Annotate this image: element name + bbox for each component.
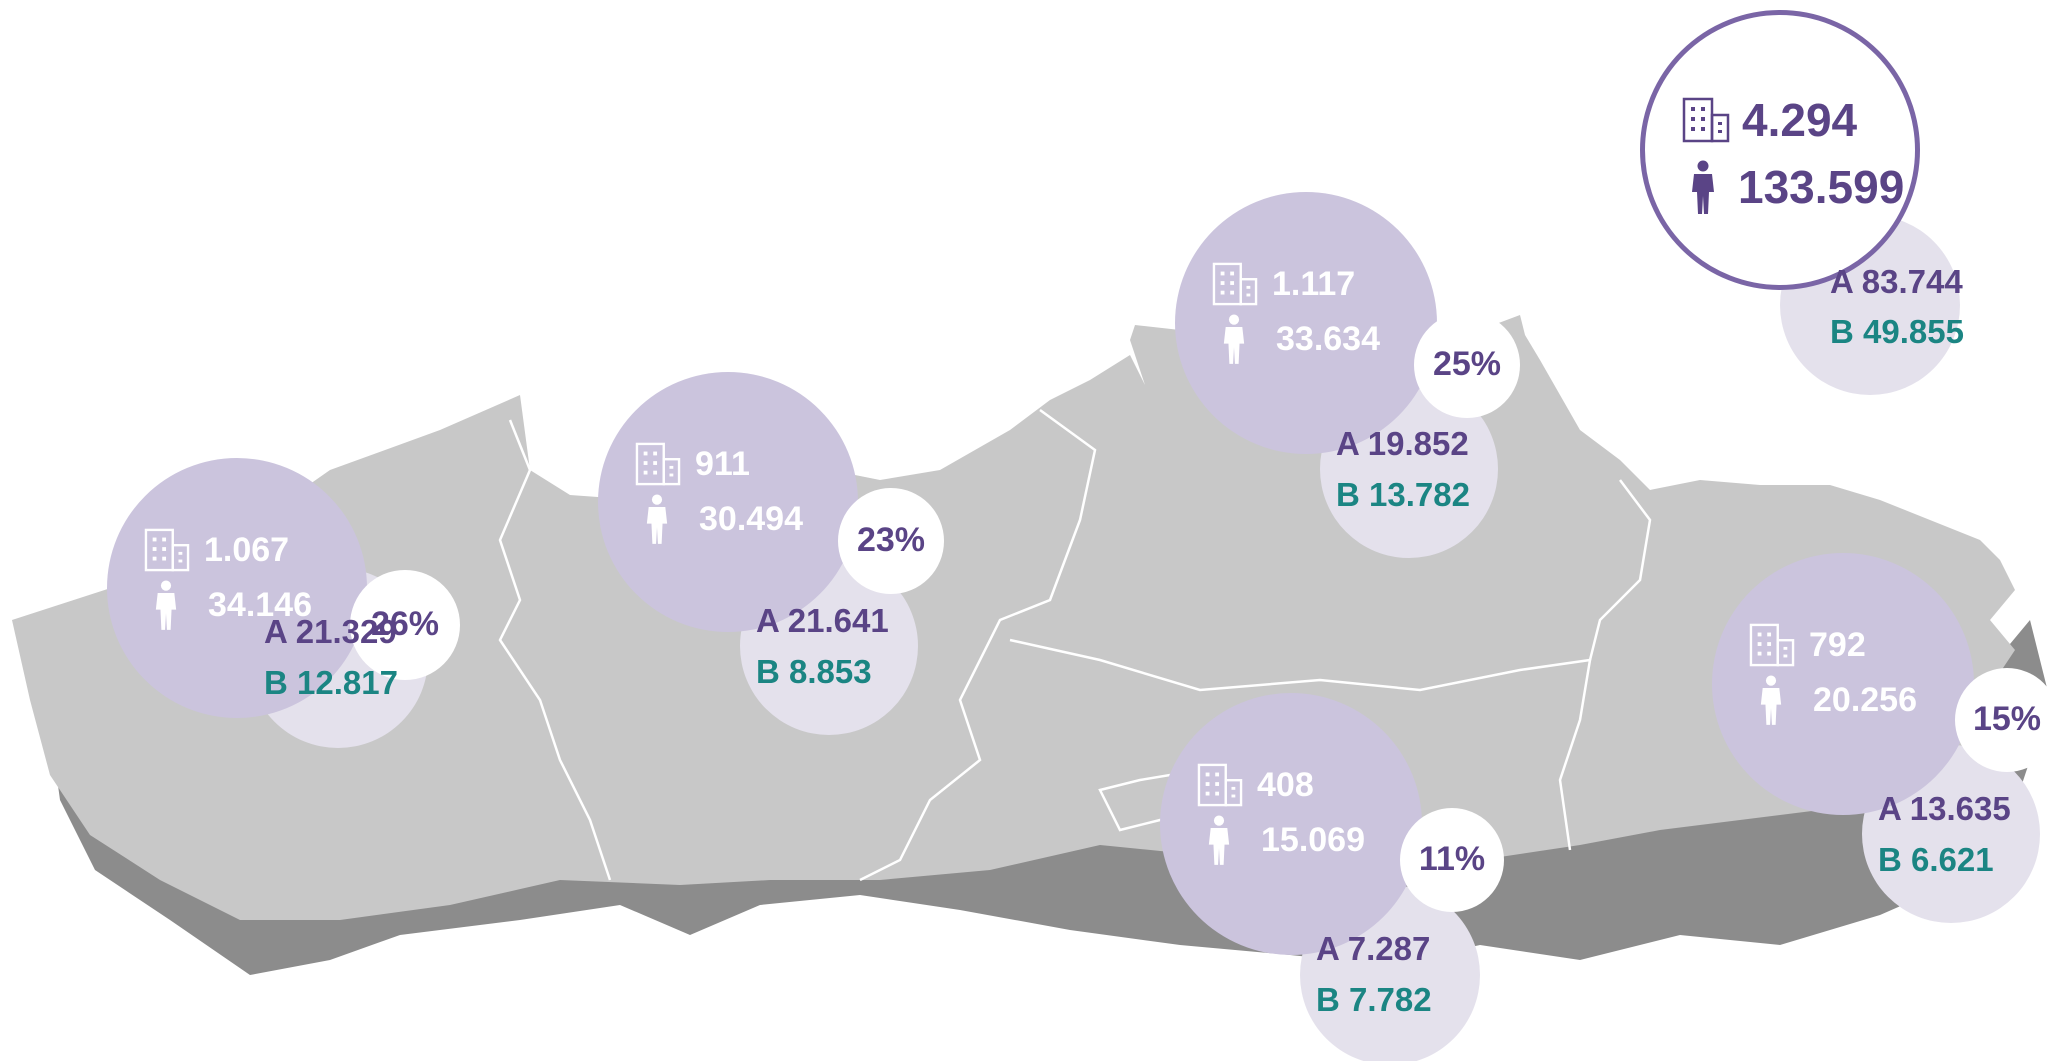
- total-a: A 83.744: [1830, 263, 1963, 300]
- person-icon: [155, 580, 177, 630]
- total-circle: [1640, 10, 1920, 290]
- region-people: 15.069: [1261, 820, 1365, 859]
- person-icon: [1692, 160, 1714, 214]
- building-icon: [144, 528, 190, 572]
- region-people-row: 30.494: [645, 494, 803, 544]
- total-b: B 49.855: [1830, 313, 1964, 350]
- region-people: 30.494: [699, 499, 803, 538]
- region-b: B 12.817: [264, 664, 398, 701]
- region-circle: [1175, 192, 1437, 454]
- total-companies: 4.294: [1742, 94, 1858, 146]
- region-companies-row: 1.117: [1212, 262, 1355, 306]
- region-circle: [107, 458, 367, 718]
- region-b: B 7.782: [1316, 981, 1432, 1018]
- region-pct-circle: [1414, 312, 1520, 418]
- region-pct-circle: [1400, 808, 1504, 912]
- region-companies-row: 408: [1197, 763, 1314, 807]
- region-people-row: 33.634: [1222, 314, 1380, 364]
- total-companies-row: 4.294: [1682, 93, 1857, 147]
- region-pct: 23%: [856, 521, 926, 559]
- region-companies-row: 1.067: [144, 528, 289, 572]
- person-icon: [1760, 675, 1782, 725]
- region-pct: 25%: [1432, 345, 1502, 383]
- region-pct-circle: [350, 570, 460, 680]
- region-people-row: 15.069: [1207, 815, 1365, 865]
- region-a: A 19.852: [1336, 425, 1469, 462]
- region-circle: [1160, 693, 1422, 955]
- building-icon: [635, 442, 681, 486]
- region-people: 20.256: [1813, 680, 1917, 719]
- building-icon: [1212, 262, 1258, 306]
- region-b: B 13.782: [1336, 476, 1470, 513]
- region-a: A 21.329: [264, 613, 397, 650]
- region-a: A 13.635: [1878, 790, 2011, 827]
- region-pct: 26%: [370, 605, 440, 643]
- region-b: B 6.621: [1878, 841, 1994, 878]
- person-icon: [1223, 314, 1245, 364]
- region-pct: 11%: [1418, 840, 1486, 878]
- region-companies: 792: [1809, 625, 1866, 664]
- region-companies: 1.067: [204, 530, 290, 569]
- building-icon: [1197, 763, 1243, 807]
- region-people: 33.634: [1276, 319, 1380, 358]
- building-icon: [1682, 97, 1730, 143]
- province-borders: [498, 408, 1652, 882]
- region-people-row: 34.146: [154, 580, 312, 630]
- region-pct-circle: [838, 488, 944, 594]
- region-pct-circle: [1955, 668, 2057, 772]
- region-companies: 1.117: [1272, 264, 1356, 303]
- region-circle: [1712, 553, 1974, 815]
- person-icon: [1208, 815, 1230, 865]
- person-icon: [646, 494, 668, 544]
- region-people-row: 20.256: [1759, 675, 1917, 725]
- region-circle: [598, 372, 858, 632]
- total-people-row: 133.599: [1690, 160, 1904, 214]
- region-people: 34.146: [208, 585, 312, 624]
- map-surface: [12, 315, 2015, 920]
- region-a: A 21.641: [756, 602, 889, 639]
- region-companies: 408: [1257, 765, 1314, 804]
- region-b: B 8.853: [756, 653, 872, 690]
- region-a: A 7.287: [1316, 930, 1431, 967]
- region-companies-row: 792: [1749, 623, 1866, 667]
- region-companies: 911: [695, 444, 750, 483]
- total-people: 133.599: [1738, 161, 1905, 213]
- building-icon: [1749, 623, 1795, 667]
- region-companies-row: 911: [635, 442, 750, 486]
- region-pct: 15%: [1972, 700, 2042, 738]
